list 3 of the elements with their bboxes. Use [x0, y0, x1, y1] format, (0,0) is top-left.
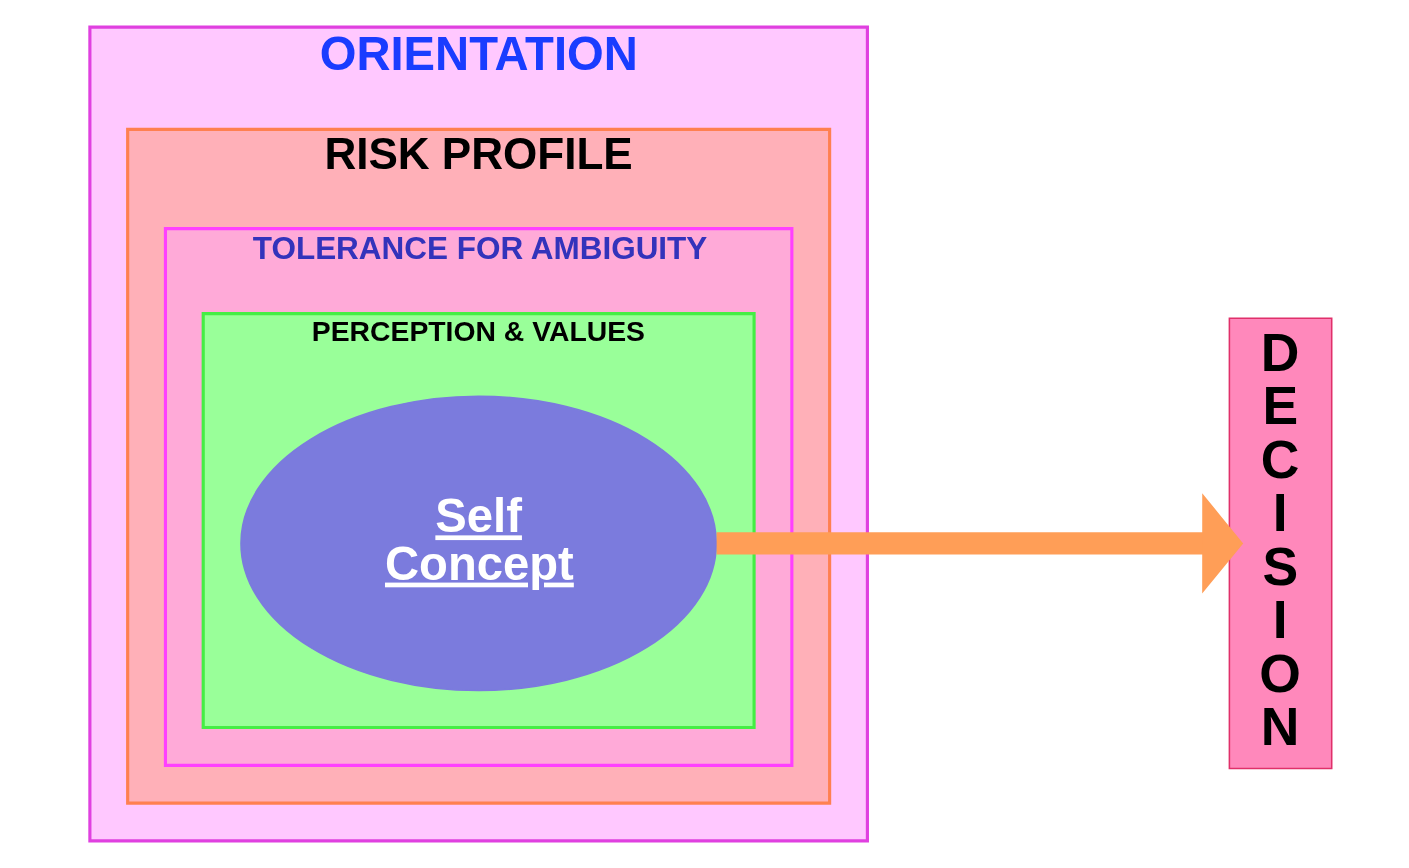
- arrow: [716, 493, 1244, 594]
- node-ellipse: Self Concept: [240, 395, 718, 692]
- node-box: DECISION: [1228, 317, 1333, 770]
